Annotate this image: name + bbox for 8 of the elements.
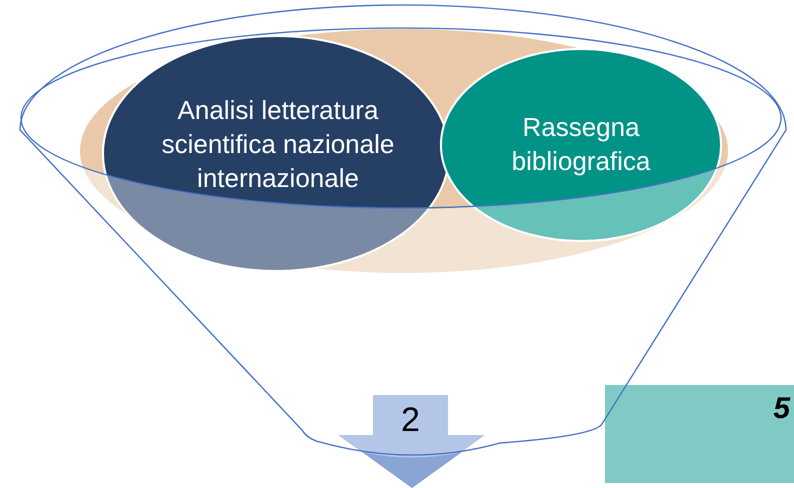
topic-label: Analisi letteratura scientifica nazionale internazionale bbox=[160, 94, 396, 195]
step-number: 2 bbox=[401, 400, 420, 441]
topic-label: Rassegna bibliografica bbox=[510, 111, 652, 178]
step-number: 5 bbox=[773, 390, 790, 426]
topic-ellipse bbox=[440, 48, 722, 242]
down-arrow bbox=[338, 395, 485, 488]
step-box bbox=[605, 385, 794, 483]
topic-ellipse bbox=[102, 35, 450, 272]
